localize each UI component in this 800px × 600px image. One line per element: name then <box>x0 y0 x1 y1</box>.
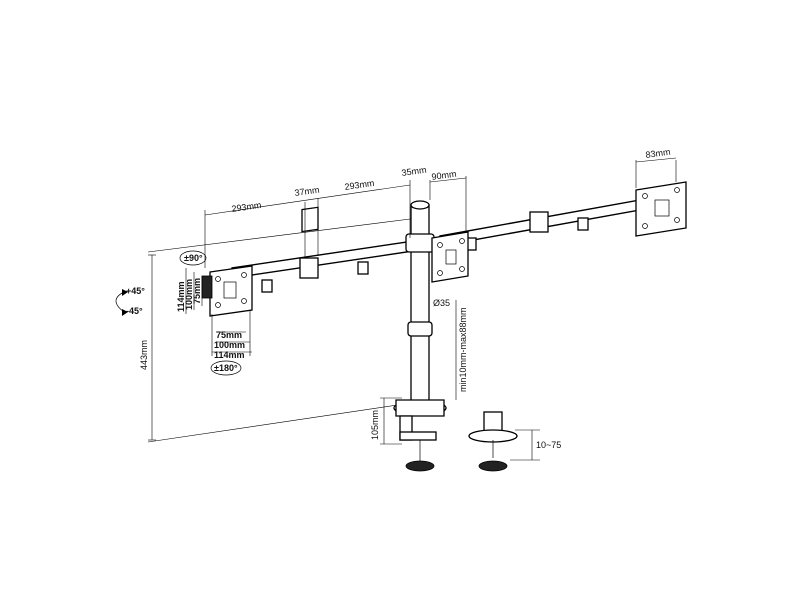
pole <box>405 200 435 411</box>
vesa-dimensions <box>185 268 252 356</box>
vesa-height-100-label: 100mm <box>184 279 194 310</box>
pole-height-label: min10mm-max88mm <box>458 307 468 392</box>
vesa-height-114-label: 114mm <box>176 281 186 312</box>
swivel-label: ±90° <box>184 253 203 263</box>
clamp-width-label: 90mm <box>431 169 457 182</box>
total-height-label: 443mm <box>139 340 149 370</box>
arm-right <box>439 199 641 251</box>
arm-left-length-label: 293mm <box>231 200 262 214</box>
grommet-detail: 10~75 <box>468 411 561 472</box>
tilt-up-label: +45° <box>126 286 145 296</box>
reference-lines <box>147 217 419 443</box>
right-plate-width-label: 83mm <box>645 147 671 160</box>
pole-diameter-label: Ø35 <box>433 298 450 308</box>
rotation-badge: ±180° <box>210 360 242 376</box>
right-vesa-plate <box>635 181 687 237</box>
left-vesa-plate <box>201 265 253 317</box>
desk-clamp <box>393 399 447 472</box>
rotation-label: ±180° <box>214 363 238 373</box>
tilt-indicator: +45° -45° <box>115 286 145 316</box>
vesa-width-114-label: 114mm <box>214 350 245 360</box>
vesa-width-75-label: 75mm <box>216 330 242 340</box>
swivel-badge: ±90° <box>179 250 207 266</box>
arm-left <box>231 206 421 293</box>
arm-right-length-label: 293mm <box>344 178 375 192</box>
center-vesa-plate <box>431 231 469 283</box>
pole-width-label: 35mm <box>401 165 427 178</box>
tilt-down-label: -45° <box>126 306 143 316</box>
joint-width-label: 37mm <box>294 185 320 198</box>
clamp-height-dim <box>380 397 402 445</box>
vesa-height-75-label: 75mm <box>192 278 202 304</box>
vesa-width-100-label: 100mm <box>214 340 245 350</box>
top-dimensions <box>204 157 677 268</box>
desk-thickness-label: 10~75 <box>536 440 561 450</box>
clamp-height-label: 105mm <box>370 410 380 440</box>
